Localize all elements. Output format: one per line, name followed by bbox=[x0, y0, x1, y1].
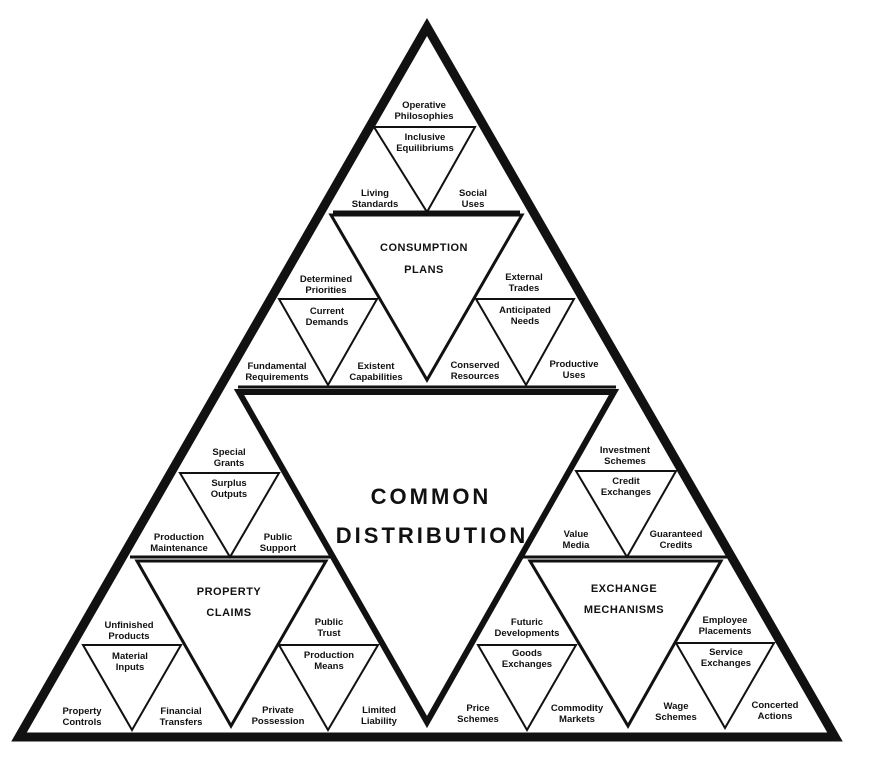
property-claims-triangle bbox=[134, 559, 329, 730]
label-private-possession-1: Private bbox=[262, 705, 294, 716]
label-production-maintenance-1: Production bbox=[154, 532, 204, 543]
label-fundamental-requirements-1: Fundamental bbox=[247, 361, 306, 372]
label-property-controls-2: Controls bbox=[62, 717, 101, 728]
label-special-grants-2: Grants bbox=[214, 458, 245, 469]
label-public-support-1: Public bbox=[264, 532, 293, 543]
consumption-plans-line1: CONSUMPTION bbox=[380, 242, 468, 254]
label-external-trades-2: Trades bbox=[509, 283, 540, 294]
center-title-line2: DISTRIBUTION bbox=[336, 523, 528, 548]
property-claims-line2: CLAIMS bbox=[206, 607, 251, 619]
label-credit-exchanges-2: Exchanges bbox=[601, 487, 651, 498]
exchange-mechanisms-line1: EXCHANGE bbox=[591, 583, 657, 595]
label-public-trust-1: Public bbox=[315, 617, 344, 628]
label-financial-transfers-2: Transfers bbox=[160, 717, 203, 728]
label-conserved-resources-2: Resources bbox=[451, 371, 500, 382]
anticipated-needs-triangle bbox=[474, 298, 576, 388]
label-existent-capabilities-1: Existent bbox=[358, 361, 396, 372]
label-goods-exchanges-2: Exchanges bbox=[502, 659, 552, 670]
label-private-possession-2: Possession bbox=[252, 716, 305, 727]
label-investment-schemes-2: Schemes bbox=[604, 456, 646, 467]
label-employee-placements-1: Employee bbox=[703, 615, 748, 626]
goods-exchanges-triangle bbox=[476, 644, 578, 733]
label-anticipated-needs-1: Anticipated bbox=[499, 305, 551, 316]
label-external-trades-1: External bbox=[505, 272, 543, 283]
consumption-plans-line2: PLANS bbox=[404, 264, 444, 276]
label-limited-liability-1: Limited bbox=[362, 705, 396, 716]
current-demands-triangle bbox=[277, 298, 379, 388]
label-public-trust-2: Trust bbox=[317, 628, 341, 639]
exchange-mechanisms-triangle bbox=[527, 559, 724, 729]
label-unfinished-products-2: Products bbox=[108, 631, 149, 642]
label-existent-capabilities-2: Capabilities bbox=[349, 372, 402, 383]
label-wage-schemes-1: Wage bbox=[664, 701, 689, 712]
label-investment-schemes-1: Investment bbox=[600, 445, 651, 456]
label-price-schemes-2: Schemes bbox=[457, 714, 499, 725]
label-inclusive-equilibriums-2: Equilibriums bbox=[396, 143, 454, 154]
label-concerted-actions-1: Concerted bbox=[752, 700, 799, 711]
label-price-schemes-1: Price bbox=[466, 703, 489, 714]
inclusive-equilibriums-triangle bbox=[372, 126, 477, 214]
label-commodity-markets-2: Markets bbox=[559, 714, 595, 725]
label-guaranteed-credits-1: Guaranteed bbox=[650, 529, 703, 540]
center-title-line1: COMMON bbox=[371, 484, 492, 509]
label-special-grants-1: Special bbox=[212, 447, 245, 458]
label-commodity-markets-1: Commodity bbox=[551, 703, 604, 714]
outer-triangle bbox=[11, 17, 843, 742]
label-production-maintenance-2: Maintenance bbox=[150, 543, 208, 554]
label-production-means-1: Production bbox=[304, 650, 354, 661]
label-value-media-2: Media bbox=[563, 540, 591, 551]
label-living-standards-1: Living bbox=[361, 188, 389, 199]
label-social-uses-1: Social bbox=[459, 188, 487, 199]
label-operative-philosophies-2: Philosophies bbox=[394, 111, 453, 122]
label-conserved-resources-1: Conserved bbox=[450, 360, 499, 371]
label-current-demands-1: Current bbox=[310, 306, 345, 317]
label-public-support-2: Support bbox=[260, 543, 297, 554]
credit-exchanges-triangle bbox=[574, 470, 678, 559]
production-means-triangle bbox=[277, 644, 380, 732]
label-employee-placements-2: Placements bbox=[699, 626, 752, 637]
label-futuric-developments-1: Futuric bbox=[511, 617, 543, 628]
label-fundamental-requirements-2: Requirements bbox=[245, 372, 308, 383]
label-determined-priorities-2: Priorities bbox=[305, 285, 346, 296]
label-inclusive-equilibriums-1: Inclusive bbox=[405, 132, 446, 143]
label-limited-liability-2: Liability bbox=[361, 716, 398, 727]
label-goods-exchanges-1: Goods bbox=[512, 648, 542, 659]
label-unfinished-products-1: Unfinished bbox=[104, 620, 153, 631]
label-property-controls-1: Property bbox=[62, 706, 102, 717]
label-material-inputs-2: Inputs bbox=[116, 662, 145, 673]
label-financial-transfers-1: Financial bbox=[160, 706, 201, 717]
label-futuric-developments-2: Developments bbox=[495, 628, 560, 639]
label-value-media-1: Value bbox=[564, 529, 589, 540]
label-material-inputs-1: Material bbox=[112, 651, 148, 662]
label-living-standards-2: Standards bbox=[352, 199, 398, 210]
label-productive-uses-1: Productive bbox=[549, 359, 598, 370]
label-determined-priorities-1: Determined bbox=[300, 274, 352, 285]
label-service-exchanges-2: Exchanges bbox=[701, 658, 751, 669]
label-anticipated-needs-2: Needs bbox=[511, 316, 540, 327]
label-operative-philosophies-1: Operative bbox=[402, 100, 446, 111]
label-productive-uses-2: Uses bbox=[563, 370, 586, 381]
surplus-outputs-triangle bbox=[178, 472, 281, 559]
label-credit-exchanges-1: Credit bbox=[612, 476, 640, 487]
label-guaranteed-credits-2: Credits bbox=[660, 540, 693, 551]
property-claims-line1: PROPERTY bbox=[197, 586, 262, 598]
service-exchanges-triangle bbox=[674, 642, 776, 731]
label-surplus-outputs-1: Surplus bbox=[211, 478, 246, 489]
exchange-mechanisms-line2: MECHANISMS bbox=[584, 604, 664, 616]
label-surplus-outputs-2: Outputs bbox=[211, 489, 247, 500]
label-social-uses-2: Uses bbox=[462, 199, 485, 210]
consumption-plans-triangle bbox=[328, 213, 525, 383]
label-production-means-2: Means bbox=[314, 661, 344, 672]
label-wage-schemes-2: Schemes bbox=[655, 712, 697, 723]
label-current-demands-2: Demands bbox=[306, 317, 349, 328]
material-inputs-triangle bbox=[81, 644, 183, 733]
label-concerted-actions-2: Actions bbox=[758, 711, 793, 722]
label-service-exchanges-1: Service bbox=[709, 647, 743, 658]
